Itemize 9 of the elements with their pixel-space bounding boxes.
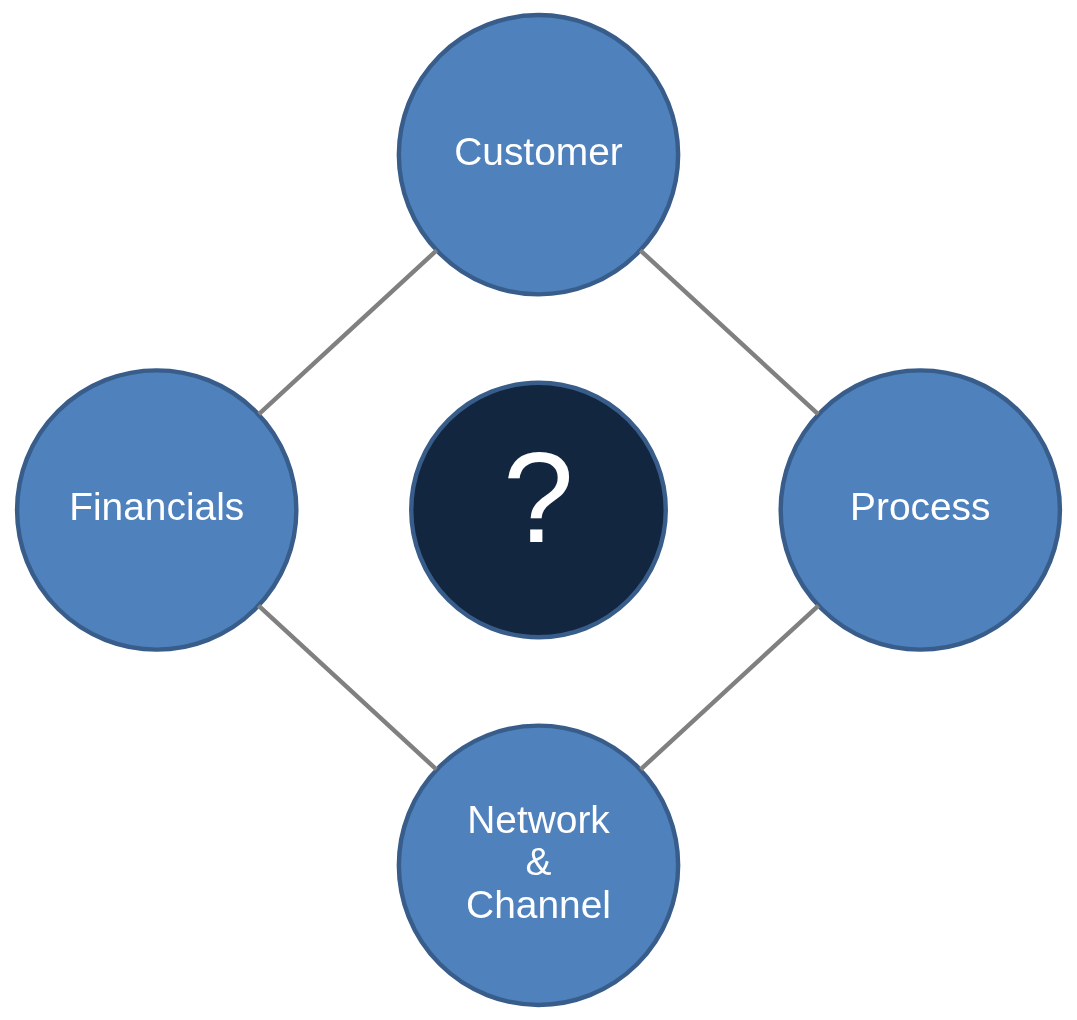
connector (639, 603, 820, 771)
node-circle: Process (778, 368, 1063, 652)
connector (257, 603, 438, 771)
node-circle: Network & Channel (396, 723, 681, 1008)
node-circle: Financials (14, 368, 299, 652)
connector (638, 248, 820, 416)
node-circle: ? (409, 380, 668, 640)
connector (257, 248, 439, 416)
node-circle: Customer (396, 12, 681, 297)
